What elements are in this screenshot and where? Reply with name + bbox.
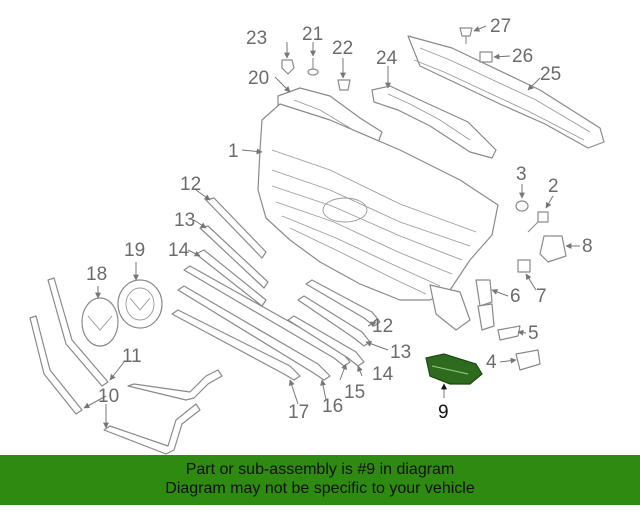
callout-23[interactable]: 23 xyxy=(246,28,267,49)
info-banner: Part or sub-assembly is #9 in diagram Di… xyxy=(0,455,640,505)
part-15-moulding xyxy=(183,265,351,367)
parts-diagram: 1 2 3 4 5 6 7 8 9 10 11 12 12 13 13 14 1… xyxy=(29,16,605,455)
part-7-clip xyxy=(517,259,531,273)
part-22-clip xyxy=(337,79,351,91)
part-1-main-grille xyxy=(257,103,499,331)
part-10-trim xyxy=(29,315,201,455)
part-9-highlighted xyxy=(425,353,483,385)
part-11-trim xyxy=(47,277,223,401)
callout-20[interactable]: 20 xyxy=(248,68,269,89)
part-18-emblem xyxy=(81,297,119,347)
callout-12-lower[interactable]: 12 xyxy=(372,316,393,337)
part-21-screw xyxy=(307,58,319,76)
part-17-moulding xyxy=(171,309,301,381)
part-12-moulding-lower xyxy=(305,279,381,327)
callout-11[interactable]: 11 xyxy=(122,346,142,367)
part-3-nut xyxy=(515,200,529,212)
part-14-moulding-upper xyxy=(195,249,267,307)
callout-13-lower[interactable]: 13 xyxy=(390,342,411,363)
part-14-moulding-lower xyxy=(287,315,365,367)
callout-8[interactable]: 8 xyxy=(582,236,593,257)
part-27-clip xyxy=(459,27,473,44)
part-8-bracket xyxy=(539,235,567,263)
callout-26[interactable]: 26 xyxy=(512,46,533,67)
callout-14-lower[interactable]: 14 xyxy=(372,364,394,385)
callout-1[interactable]: 1 xyxy=(228,141,239,162)
callout-12-upper[interactable]: 12 xyxy=(180,174,201,195)
leader-lines xyxy=(83,25,580,429)
callout-19[interactable]: 19 xyxy=(124,240,145,261)
part-4-bracket xyxy=(515,349,541,371)
callout-22[interactable]: 22 xyxy=(332,38,353,59)
callout-3[interactable]: 3 xyxy=(516,164,527,185)
part-26-nut xyxy=(479,51,493,63)
banner-line-part: Part or sub-assembly is #9 in diagram xyxy=(185,461,455,478)
callout-18[interactable]: 18 xyxy=(86,264,107,285)
callout-25[interactable]: 25 xyxy=(540,64,561,85)
callout-9[interactable]: 9 xyxy=(438,402,449,423)
callout-6[interactable]: 6 xyxy=(510,286,521,307)
part-25-upper-panel xyxy=(407,35,605,149)
part-12-moulding-upper xyxy=(205,197,267,259)
callout-7[interactable]: 7 xyxy=(536,286,547,307)
part-2-bolt xyxy=(527,211,549,233)
callout-5[interactable]: 5 xyxy=(528,323,539,344)
callout-2[interactable]: 2 xyxy=(548,176,559,197)
callout-14-upper[interactable]: 14 xyxy=(168,240,190,261)
callout-15[interactable]: 15 xyxy=(344,382,365,403)
banner-line-disclaimer: Diagram may not be specific to your vehi… xyxy=(165,480,475,497)
callout-16[interactable]: 16 xyxy=(322,396,343,417)
callout-labels: 1 2 3 4 5 6 7 8 9 10 11 12 12 13 13 14 1… xyxy=(86,16,593,423)
callout-24[interactable]: 24 xyxy=(376,48,398,69)
callout-13-upper[interactable]: 13 xyxy=(174,210,195,231)
part-6-bracket xyxy=(475,279,495,331)
callout-10[interactable]: 10 xyxy=(98,386,119,407)
part-23-clip xyxy=(281,59,295,75)
callout-27[interactable]: 27 xyxy=(490,16,511,37)
callout-21[interactable]: 21 xyxy=(302,24,323,45)
part-19-emblem xyxy=(117,279,163,329)
callout-17[interactable]: 17 xyxy=(288,402,309,423)
part-24-bracket xyxy=(371,85,497,159)
part-16-moulding xyxy=(177,285,331,381)
callout-4[interactable]: 4 xyxy=(486,352,497,373)
part-5-bracket xyxy=(497,325,521,341)
